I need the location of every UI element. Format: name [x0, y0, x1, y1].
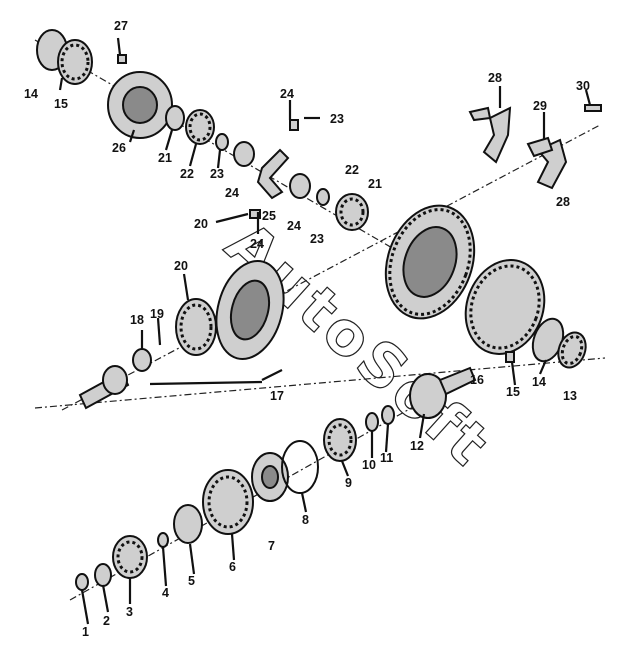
callout-25-left: 25	[262, 209, 276, 223]
callout-28-right: 28	[556, 195, 570, 209]
callout-21-right: 21	[368, 177, 382, 191]
callout-23-right: 23	[310, 232, 324, 246]
callout-17: 17	[270, 389, 284, 403]
callout-4: 4	[162, 586, 169, 600]
callout-23-left: 23	[210, 167, 224, 181]
leader-lines	[58, 37, 592, 625]
callout-26: 26	[112, 141, 126, 155]
callout-6: 6	[229, 560, 236, 574]
callout-2: 2	[103, 614, 110, 628]
callout-23-top: 23	[330, 112, 344, 126]
callout-29: 29	[533, 99, 547, 113]
callout-10: 10	[362, 458, 376, 472]
ring-gear-group	[384, 204, 587, 369]
callout-19: 19	[150, 307, 164, 321]
callout-21-left: 21	[158, 151, 172, 165]
housing-group	[78, 259, 285, 410]
callout-14-right: 14	[532, 375, 546, 389]
callout-1: 1	[82, 625, 89, 639]
callout-9: 9	[345, 476, 352, 490]
callout-24-left: 24	[225, 186, 239, 200]
pinion-shaft-group	[75, 366, 477, 591]
callout-22-right: 22	[345, 163, 359, 177]
callout-11: 11	[380, 451, 393, 465]
callout-8: 8	[302, 513, 309, 527]
driven-gear	[464, 259, 546, 355]
callout-27: 27	[114, 19, 128, 33]
pinion-gear	[233, 141, 255, 167]
callout-18: 18	[130, 313, 144, 327]
spider-cross	[256, 148, 290, 200]
snap-ring	[281, 440, 319, 494]
callout-15-right: 15	[506, 385, 520, 399]
callout-24-mid: 24	[287, 219, 301, 233]
callout-28-top: 28	[488, 71, 502, 85]
callout-5: 5	[188, 574, 195, 588]
callout-13: 13	[563, 389, 577, 403]
callout-20-top: 20	[174, 259, 188, 273]
callout-labels: 1 2 3 4 5 6 7 8 9 10 11 12 13 14 14 15 1…	[24, 19, 590, 639]
callout-16: 16	[470, 373, 484, 387]
callout-22-left: 22	[180, 167, 194, 181]
callout-15-left: 15	[54, 97, 68, 111]
pinion-head	[409, 373, 447, 419]
callout-7: 7	[268, 539, 275, 553]
callout-24-top: 24	[280, 87, 294, 101]
bearing-6	[202, 469, 254, 535]
callout-20-mid: 20	[194, 217, 208, 231]
thrust-washer	[165, 105, 185, 131]
callout-14-left: 14	[24, 87, 38, 101]
callout-30: 30	[576, 79, 590, 93]
callout-12: 12	[410, 439, 424, 453]
side-gear-right	[335, 193, 369, 231]
bracket-group	[468, 104, 602, 190]
callout-24-low: 24	[250, 237, 264, 251]
callout-3: 3	[126, 605, 133, 619]
upper-carrier-group	[36, 29, 369, 231]
